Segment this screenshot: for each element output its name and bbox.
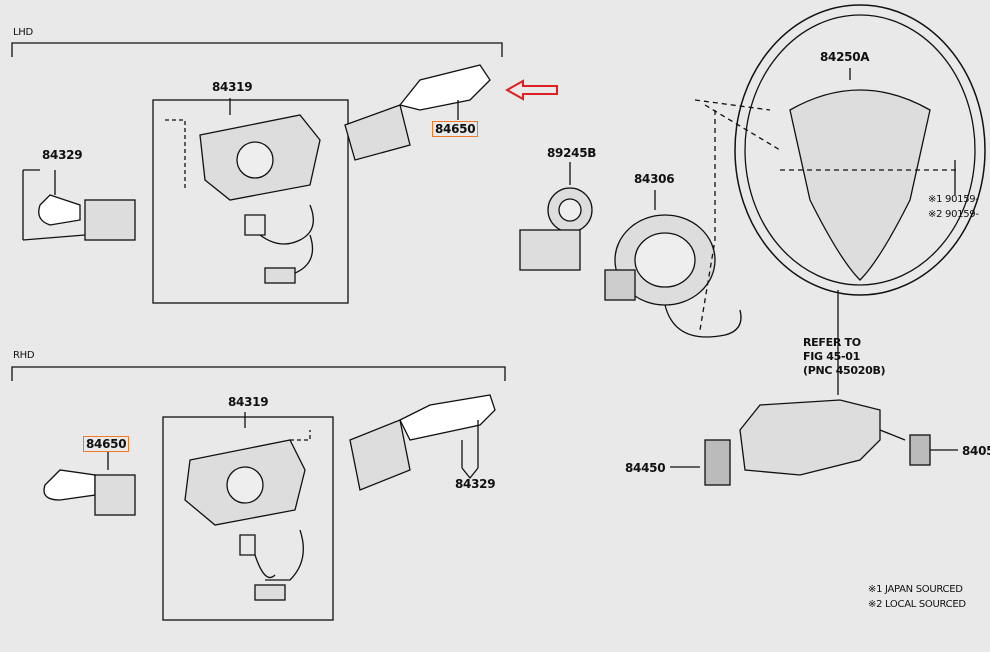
rhd-lever-84329-drawing [349,394,496,491]
rhd-switch-assy-drawing [184,412,311,601]
part-label-90159-2[interactable]: ※2 90159- [928,209,979,220]
lhd-lever-84329-drawing [22,169,136,241]
rhd-lever-84650-drawing [43,452,136,516]
red-arrow-icon [504,79,558,101]
part-label-89245b[interactable]: 89245B [547,146,597,160]
rhd-bracket [11,366,506,381]
part-label-84329-lhd[interactable]: 84329 [42,148,83,162]
part-label-84650-rhd[interactable]: 84650 [83,436,130,452]
lhd-lever-84650-drawing [344,64,491,161]
footnote-local-sourced: ※2 LOCAL SOURCED [868,599,966,610]
part-label-84329-rhd[interactable]: 84329 [455,477,496,491]
part-label-84650-lhd[interactable]: 84650 [432,121,479,137]
sensor-89245b-drawing [519,162,593,271]
part-label-84319-lhd[interactable]: 84319 [212,80,253,94]
lhd-bracket [11,42,503,57]
lhd-section-label: LHD [13,27,33,38]
reference-line1: REFER TO [803,336,861,349]
column-cover-drawing [670,399,958,486]
rhd-switch-box [162,416,334,621]
part-label-8405[interactable]: 8405 [962,444,990,458]
footnote-japan-sourced: ※1 JAPAN SOURCED [868,584,963,595]
part-label-84250a[interactable]: 84250A [820,50,870,64]
part-label-84319-rhd[interactable]: 84319 [228,395,269,409]
reference-line3: (PNC 45020B) [803,364,886,377]
part-label-90159-1[interactable]: ※1 90159- [928,194,979,205]
part-label-84450[interactable]: 84450 [625,461,666,475]
rhd-section-label: RHD [13,350,35,361]
spiral-cable-84306-drawing [604,190,742,338]
steering-wheel-84250a-drawing [694,4,986,395]
lhd-switch-box [152,99,349,304]
reference-note: REFER TO FIG 45-01 (PNC 45020B) [803,336,886,378]
part-label-84306[interactable]: 84306 [634,172,675,186]
reference-line2: FIG 45-01 [803,350,860,363]
lhd-switch-assy-drawing [165,98,321,284]
